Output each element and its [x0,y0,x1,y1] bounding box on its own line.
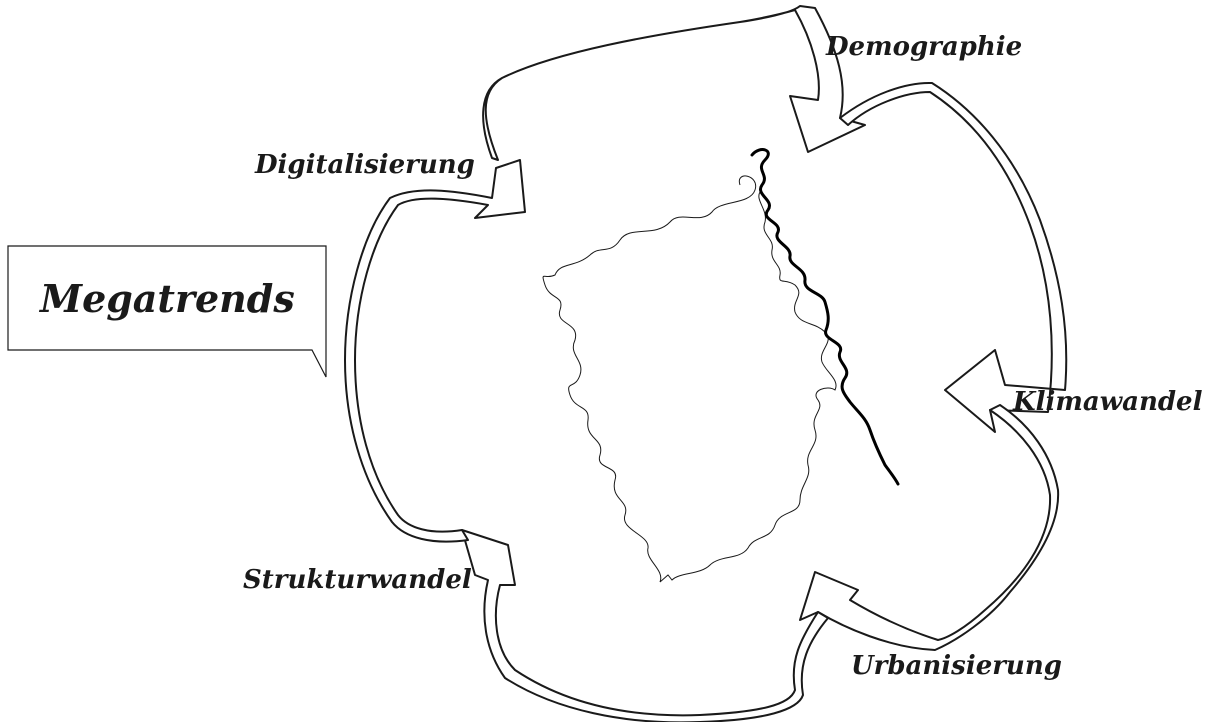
trend-label-urbanisierung: Urbanisierung [851,651,1062,681]
river-line [750,148,900,486]
arrow-digitalisierung-to-demographie [482,5,866,161]
arrow-demographie-to-klimawandel [839,81,1068,433]
trend-label-strukturwandel: Strukturwandel [243,565,472,595]
region-outline [542,175,837,583]
callout-box [7,245,327,378]
trend-label-klimawandel: Klimawandel [1012,387,1203,417]
arrow-klimawandel-to-urbanisierung [799,404,1060,651]
trend-label-digitalisierung: Digitalisierung [254,150,475,180]
arrow-urbanisierung-to-strukturwandel [461,529,829,722]
trend-label-demographie: Demographie [825,32,1022,62]
megatrends-callout: Megatrends [7,245,327,378]
arrow-strukturwandel-to-digitalisierung [344,159,526,543]
diagram-title: Megatrends [38,276,295,321]
